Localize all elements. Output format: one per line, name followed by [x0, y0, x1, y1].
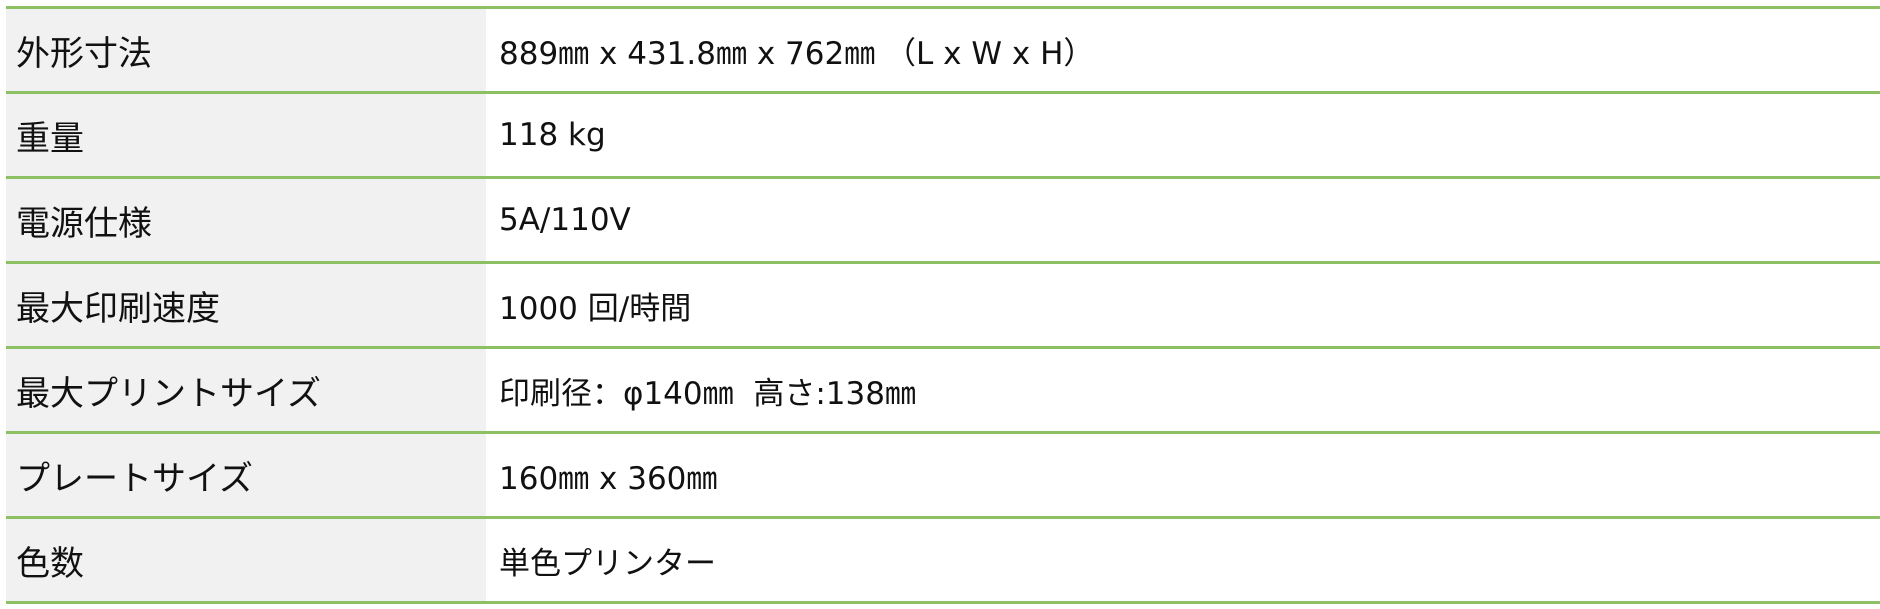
spec-row-weight: 重量 118 kg — [6, 92, 1880, 178]
spec-label: プレートサイズ — [6, 432, 486, 518]
spec-label: 外形寸法 — [6, 7, 486, 93]
spec-value: 160㎜ x 360㎜ — [486, 432, 1880, 518]
spec-label: 最大プリントサイズ — [6, 347, 486, 433]
spec-value: 118 kg — [486, 92, 1880, 178]
spec-table: 外形寸法 889㎜ x 431.8㎜ x 762㎜ （L x W x H） 重量… — [6, 6, 1880, 604]
spec-row-dimensions: 外形寸法 889㎜ x 431.8㎜ x 762㎜ （L x W x H） — [6, 7, 1880, 93]
spec-label: 色数 — [6, 517, 486, 603]
spec-value: 単色プリンター — [486, 517, 1880, 603]
spec-label: 最大印刷速度 — [6, 262, 486, 348]
spec-row-max-print-speed: 最大印刷速度 1000 回/時間 — [6, 262, 1880, 348]
spec-row-plate-size: プレートサイズ 160㎜ x 360㎜ — [6, 432, 1880, 518]
spec-value: 5A/110V — [486, 177, 1880, 263]
spec-label: 電源仕様 — [6, 177, 486, 263]
spec-row-max-print-size: 最大プリントサイズ 印刷径：φ140㎜ 高さ:138㎜ — [6, 347, 1880, 433]
spec-row-power: 電源仕様 5A/110V — [6, 177, 1880, 263]
spec-table-body: 外形寸法 889㎜ x 431.8㎜ x 762㎜ （L x W x H） 重量… — [6, 7, 1880, 603]
spec-label: 重量 — [6, 92, 486, 178]
spec-value: 1000 回/時間 — [486, 262, 1880, 348]
spec-value: 印刷径：φ140㎜ 高さ:138㎜ — [486, 347, 1880, 433]
spec-row-colors: 色数 単色プリンター — [6, 517, 1880, 603]
spec-value: 889㎜ x 431.8㎜ x 762㎜ （L x W x H） — [486, 7, 1880, 93]
